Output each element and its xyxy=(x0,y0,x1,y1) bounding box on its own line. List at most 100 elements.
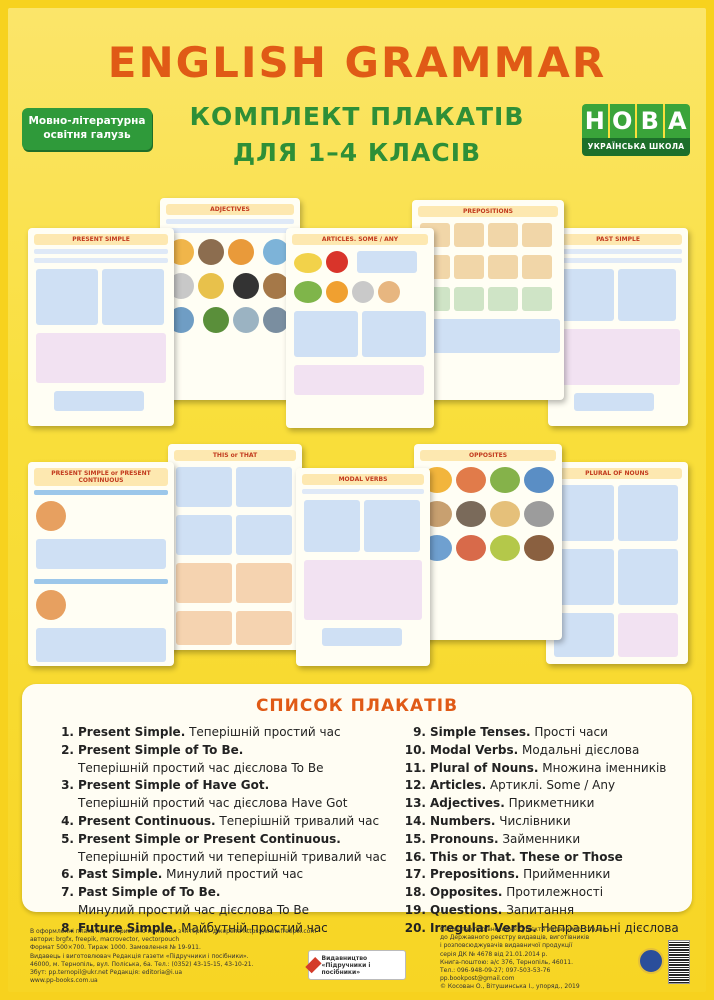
list-item-key: Past Simple of To Be. xyxy=(78,885,221,900)
thumbnail-this-or-that: THIS or THAT xyxy=(168,444,302,650)
nova-ukrainska-shkola-logo: Н О В А УКРАЇНСЬКА ШКОЛА xyxy=(582,104,690,156)
page-title: ENGLISH GRAMMAR xyxy=(107,38,607,87)
list-item: 9. Simple Tenses. Прості часи xyxy=(402,724,679,742)
list-item-key: Plural of Nouns. xyxy=(430,760,539,775)
footer-line: Тел.: 096-948-09-27; 097-503-53-76 xyxy=(440,967,551,975)
thumbnail-modal-verbs: MODAL VERBS xyxy=(296,468,430,666)
subtitle-line-1: КОМПЛЕКТ ПЛАКАТІВ xyxy=(189,102,525,131)
poster-list-panel: СПИСОК ПЛАКАТІВ 1.Present Simple. Тепері… xyxy=(22,684,692,935)
list-item-number: 20. xyxy=(404,920,426,935)
footer-line: до Державного реєстру видавців, виготівн… xyxy=(440,934,590,942)
list-item-translation: Прийменники xyxy=(519,867,611,882)
list-item-number: 13. xyxy=(404,796,426,811)
footer-line: 46000, м. Тернопіль, вул. Поліська, 6а. … xyxy=(30,960,254,968)
thumbnail-articles-some-any: ARTICLES. SOME / ANY xyxy=(286,228,434,428)
list-item-number: 11. xyxy=(404,760,426,775)
footer-line: pp.bookpost@gmail.com xyxy=(440,975,515,983)
footer-imprint-left: В оформленні плакатів використано малюнк… xyxy=(30,928,316,985)
list-item-translation: Минулий простий час xyxy=(162,867,304,882)
list-item-number: 8. xyxy=(61,920,74,935)
list-item-key: Opposites. xyxy=(430,885,503,900)
list-item: 13. Adjectives. Прикметники xyxy=(402,795,679,813)
list-item-translation: Неправильні дієслова xyxy=(536,920,679,935)
list-item-number: 5. xyxy=(61,831,74,846)
list-item-key: Pronouns. xyxy=(430,831,499,846)
list-item: 12. Articles. Артиклі. Some / Any xyxy=(402,777,679,795)
footer-line: Збут: pp.ternopil@ukr.net Редакція: edit… xyxy=(30,969,183,977)
list-item: 2.Present Simple of To Be. xyxy=(50,742,386,760)
list-item-key: Simple Tenses. xyxy=(430,725,531,739)
list-item-key: Prepositions. xyxy=(430,867,520,882)
list-item: 15. Pronouns. Займенники xyxy=(402,831,679,849)
list-item-key: Questions. xyxy=(430,902,503,917)
footer-line: серія ДК № 4678 від 21.01.2014 р. xyxy=(440,950,548,958)
list-item: 16. This or That. These or Those xyxy=(402,849,679,867)
list-item-number: 14. xyxy=(404,813,426,828)
publisher-mark-icon xyxy=(305,957,322,973)
list-item-number: 7. xyxy=(61,885,74,900)
list-item-key: Adjectives. xyxy=(430,796,505,811)
list-item-continuation: Теперішній простий час дієслова Have Got xyxy=(78,796,348,811)
footer-line: Видавець і виготовлювач Редакція газети … xyxy=(30,952,249,960)
list-item-translation: Займенники xyxy=(498,831,581,846)
subject-area-badge: Мовно-літературна освітня галузь xyxy=(22,108,152,150)
thumbnail-present-simple-or-continuous: PRESENT SIMPLE or PRESENT CONTINUOUS xyxy=(28,462,174,666)
list-item: 17. Prepositions. Прийменники xyxy=(402,866,679,884)
list-item-number: 18. xyxy=(404,885,426,900)
footer-line: Свідоцтво про внесення суб'єкта видавнич… xyxy=(440,926,607,933)
list-item-number: 4. xyxy=(61,813,74,828)
poster-list-title: СПИСОК ПЛАКАТІВ xyxy=(255,696,459,716)
list-item-translation: Множина іменників xyxy=(538,760,667,775)
list-item-key: Past Simple. xyxy=(78,867,163,882)
list-item: 5. Present Simple or Present Continuous. xyxy=(50,831,386,849)
list-item-key: Present Simple of To Be. xyxy=(78,742,244,757)
publisher-logo: Видавництво «Підручники і посібники» xyxy=(305,950,406,980)
list-item-number: 3. xyxy=(61,778,74,793)
list-item-translation: Запитання xyxy=(502,902,575,917)
list-item-number: 9. xyxy=(413,725,426,739)
list-item-number: 19. xyxy=(404,902,426,917)
list-item-number: 16. xyxy=(404,849,426,864)
list-item-translation: Артиклі. Some / Any xyxy=(486,778,616,793)
list-item: 10.Modal Verbs. Модальні дієслова xyxy=(402,742,679,760)
footer-line: www.pp-books.com.ua xyxy=(30,977,98,985)
thumbnail-present-simple: PRESENT SIMPLE xyxy=(28,228,174,426)
footer-imprint-right: Свідоцтво про внесення суб'єкта видавнич… xyxy=(440,926,606,992)
list-item: 8.Future Simple. Майбутній простий час xyxy=(50,920,386,938)
list-item-continuation: Теперішній простий чи теперішній тривали… xyxy=(78,849,387,864)
thumbnail-plural-of-nouns: PLURAL OF NOUNS xyxy=(546,462,688,664)
list-item-key: Modal Verbs. xyxy=(430,742,519,757)
list-item-key: Present Simple of Have Got. xyxy=(78,778,270,793)
list-item: 4.Present Continuous. Теперішній тривали… xyxy=(50,813,386,831)
list-item-key: Numbers. xyxy=(430,813,496,828)
thumbnail-prepositions: PREPOSITIONS xyxy=(412,200,564,400)
list-item-number: 15. xyxy=(404,831,426,846)
list-item: 6.Past Simple. Минулий простий час xyxy=(50,866,386,884)
footer-line: і розповсюджувачів видавничої продукції xyxy=(440,942,573,950)
list-item-number: 12. xyxy=(404,778,426,793)
footer-line: Формат 500×700. Тираж 1000. Замовлення №… xyxy=(30,944,201,952)
ministry-emblem-icon xyxy=(638,948,664,974)
list-item: 1.Present Simple. Теперішній простий час xyxy=(50,724,386,742)
list-item-key: Present Simple or Present Continuous. xyxy=(78,831,341,846)
list-item-key: Future Simple. xyxy=(78,920,178,935)
list-item: 19. Questions. Запитання xyxy=(402,902,679,920)
list-item-continuation: Теперішній простий час дієслова To Be xyxy=(78,760,324,775)
subtitle-line-2: ДЛЯ 1–4 КЛАСІВ xyxy=(232,138,482,167)
list-item-key: This or That. These or Those xyxy=(430,849,623,864)
list-item: 14.Numbers. Числівники xyxy=(402,813,679,831)
footer-line: автори: brgfx, freepik, macrovector, vec… xyxy=(30,936,180,944)
footer-line: Книга-поштою: а/с 376, Тернопіль, 46011. xyxy=(440,958,574,966)
list-item: 11. Plural of Nouns. Множина іменників xyxy=(402,760,679,778)
thumbnail-past-simple: PAST SIMPLE xyxy=(548,228,688,426)
footer-line: В оформленні плакатів використано малюнк… xyxy=(30,928,317,935)
poster-list-left: 1.Present Simple. Теперішній простий час… xyxy=(50,724,386,938)
list-item-key: Irregular Verbs. xyxy=(430,920,537,935)
list-item-translation: Теперішній простий час xyxy=(185,725,341,739)
list-item-number: 17. xyxy=(404,867,426,882)
list-item-translation: Прикметники xyxy=(504,796,595,811)
list-item-key: Articles. xyxy=(430,778,487,793)
barcode xyxy=(668,940,690,984)
list-item-translation: Прості часи xyxy=(530,725,608,739)
list-item-translation: Модальні дієслова xyxy=(518,742,640,757)
